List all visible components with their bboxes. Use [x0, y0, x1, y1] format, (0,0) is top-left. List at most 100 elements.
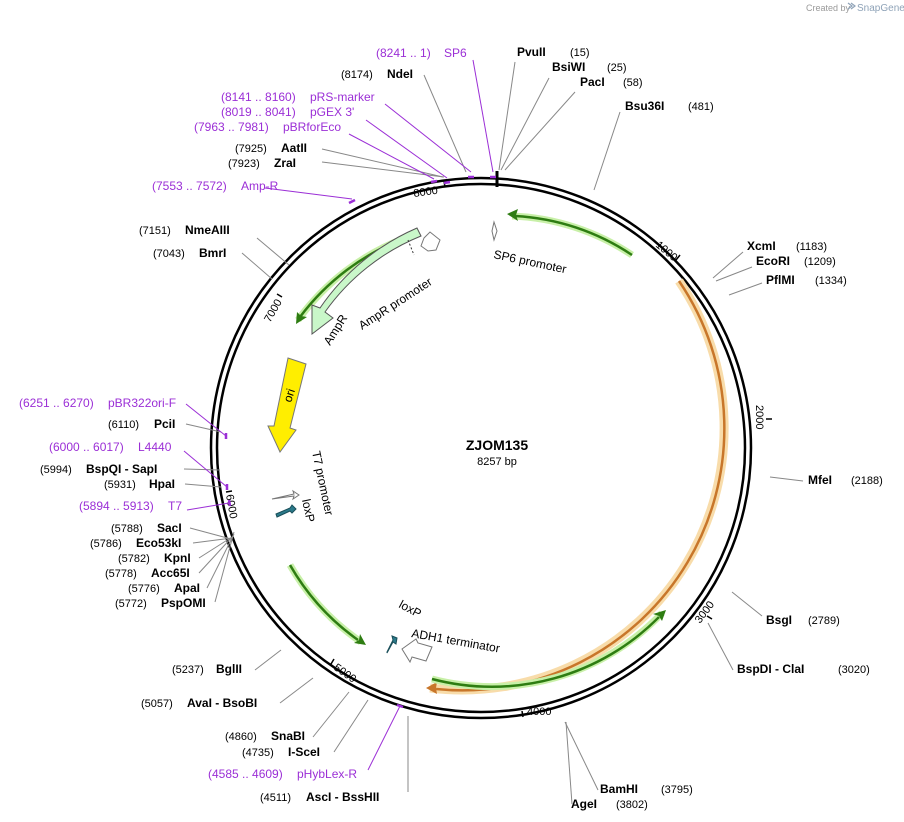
svg-text:(25): (25)	[607, 62, 627, 74]
svg-text:(5786): (5786)	[90, 538, 122, 550]
enzyme-label-zrai[interactable]: (7923) ZraI	[228, 156, 296, 170]
enzyme-label-agei[interactable]: AgeI (3802)	[571, 797, 648, 811]
svg-text:(7151): (7151)	[139, 225, 171, 237]
svg-text:(3802): (3802)	[616, 799, 648, 811]
primer-label-t7[interactable]: (5894 .. 5913) T7	[79, 499, 182, 513]
enzyme-label-snabi[interactable]: (4860) SnaBI	[225, 729, 305, 743]
enzyme-label-bmri[interactable]: (7043) BmrI	[153, 246, 226, 260]
enzyme-label-pvuii[interactable]: PvuII (15)	[517, 45, 590, 59]
svg-text:PacI: PacI	[580, 75, 605, 89]
svg-text:(6110): (6110)	[108, 419, 139, 431]
svg-text:BamHI: BamHI	[600, 782, 638, 796]
feature-ampr-arrow[interactable]	[311, 227, 441, 336]
feature-label-ampr-promoter: AmpR promoter	[356, 275, 435, 333]
enzyme-label-apai[interactable]: (5776) ApaI	[128, 581, 200, 595]
enzyme-label-i-scei[interactable]: (4735) I-SceI	[242, 745, 320, 759]
enzyme-label-avai-bsobi[interactable]: (5057) AvaI - BsoBI	[141, 696, 257, 710]
svg-text:T7: T7	[168, 499, 182, 513]
svg-text:(7923): (7923)	[228, 158, 260, 170]
svg-text:Amp-R: Amp-R	[241, 179, 279, 193]
svg-text:HpaI: HpaI	[149, 477, 175, 491]
enzyme-label-bspqi-sapi[interactable]: (5994) BspQI - SapI	[40, 462, 157, 476]
svg-text:(2789): (2789)	[808, 615, 840, 627]
enzyme-label-kpni[interactable]: (5782) KpnI	[118, 551, 191, 565]
primer-label-sp6[interactable]: (8241 .. 1) SP6	[376, 46, 467, 60]
svg-text:(1183): (1183)	[796, 241, 827, 253]
tick-label-7000: 7000	[262, 297, 285, 324]
svg-text:pGEX 3': pGEX 3'	[310, 105, 354, 119]
svg-text:(6251 .. 6270): (6251 .. 6270)	[19, 396, 94, 410]
svg-text:BmrI: BmrI	[199, 246, 226, 260]
backbone-outer	[209, 176, 753, 720]
feature-ori-arrow[interactable]	[267, 357, 307, 453]
feature-label-loxp-left: loxP	[299, 498, 318, 524]
enzyme-label-xcmi[interactable]: XcmI (1183)	[747, 239, 827, 253]
svg-text:(7963 .. 7981): (7963 .. 7981)	[194, 120, 269, 134]
enzyme-label-eco53ki[interactable]: (5786) Eco53kI	[90, 536, 181, 550]
svg-text:(8019 .. 8041): (8019 .. 8041)	[221, 105, 296, 119]
enzyme-label-paci[interactable]: PacI (58)	[580, 75, 643, 89]
svg-text:(5776): (5776)	[128, 583, 160, 595]
loxp-icon-bottom	[386, 635, 398, 654]
feature-green-arc-left[interactable]	[286, 563, 366, 645]
enzyme-label-pcii[interactable]: (6110) PciI	[108, 417, 175, 431]
enzyme-label-bsu36i[interactable]: Bsu36I (481)	[625, 99, 714, 113]
svg-text:BsgI: BsgI	[766, 613, 792, 627]
primer-label-prs-marker[interactable]: (8141 .. 8160) pRS-marker	[221, 90, 375, 104]
svg-text:EcoRI: EcoRI	[756, 254, 790, 268]
enzyme-label-saci[interactable]: (5788) SacI	[111, 521, 182, 535]
enzyme-label-bamhi[interactable]: BamHI (3795)	[600, 782, 693, 796]
svg-text:(8141 .. 8160): (8141 .. 8160)	[221, 90, 296, 104]
feature-sp6-promoter-arc[interactable]	[507, 209, 634, 258]
svg-text:MfeI: MfeI	[808, 473, 832, 487]
enzyme-label-nmeaiii[interactable]: (7151) NmeAIII	[139, 223, 230, 237]
sp6-promoter-icon	[491, 220, 498, 242]
enzyme-label-pflmi[interactable]: PflMI (1334)	[766, 273, 847, 287]
svg-text:(7925): (7925)	[235, 143, 267, 155]
backbone-inner	[215, 182, 747, 714]
svg-text:PciI: PciI	[154, 417, 175, 431]
primer-label-pgex-3[interactable]: (8019 .. 8041) pGEX 3'	[221, 105, 354, 119]
primer-label-phyblex-r[interactable]: (4585 .. 4609) pHybLex-R	[208, 767, 357, 781]
enzyme-label-bsgi[interactable]: BsgI (2789)	[766, 613, 840, 627]
svg-text:(5782): (5782)	[118, 553, 150, 565]
enzyme-label-pspomi[interactable]: (5772) PspOMI	[115, 596, 206, 610]
credit-prefix: Created by	[806, 3, 851, 13]
svg-text:(5057): (5057)	[141, 698, 173, 710]
enzyme-leader-lines	[183, 61, 804, 805]
enzyme-label-acc65i[interactable]: (5778) Acc65I	[105, 566, 190, 580]
tick-label-3000: 3000	[693, 599, 717, 626]
svg-text:(4860): (4860)	[225, 731, 257, 743]
svg-text:(4585 .. 4609): (4585 .. 4609)	[208, 767, 283, 781]
enzyme-label-bspdi-clai[interactable]: BspDI - ClaI (3020)	[737, 662, 870, 676]
enzyme-label-ecori[interactable]: EcoRI (1209)	[756, 254, 836, 268]
svg-text:(8174): (8174)	[341, 69, 373, 81]
enzyme-label-bglii[interactable]: (5237) BglII	[172, 662, 242, 676]
svg-text:BspDI - ClaI: BspDI - ClaI	[737, 662, 804, 676]
feature-green-arc-bottom[interactable]	[431, 610, 666, 691]
enzyme-label-mfei[interactable]: MfeI (2188)	[808, 473, 883, 487]
primer-label-pbrforeco[interactable]: (7963 .. 7981) pBRforEco	[194, 120, 341, 134]
t7-promoter-icon	[271, 489, 300, 501]
tick-mark-3000	[706, 615, 713, 620]
svg-text:pHybLex-R: pHybLex-R	[297, 767, 357, 781]
svg-text:NmeAIII: NmeAIII	[185, 223, 230, 237]
primer-label-pbr322ori-f[interactable]: (6251 .. 6270) pBR322ori-F	[19, 396, 176, 410]
enzyme-label-asci-bsshii[interactable]: (4511) AscI - BssHII	[260, 790, 379, 804]
enzyme-label-aatii[interactable]: (7925) AatII	[235, 141, 307, 155]
enzyme-label-hpai[interactable]: (5931) HpaI	[104, 477, 175, 491]
svg-text:PflMI: PflMI	[766, 273, 795, 287]
svg-text:NdeI: NdeI	[387, 67, 413, 81]
svg-text:(1334): (1334)	[815, 275, 847, 287]
tick-mark-1000	[675, 254, 681, 261]
enzyme-label-bsiwi[interactable]: BsiWI (25)	[552, 60, 627, 74]
primer-label-amp-r[interactable]: (7553 .. 7572) Amp-R	[152, 179, 279, 193]
primer-label-l4440[interactable]: (6000 .. 6017) L4440	[49, 440, 172, 454]
loxp-icon-left	[275, 504, 297, 518]
tick-label-6000: 6000	[223, 493, 239, 519]
tick-label-8000: 8000	[413, 185, 439, 200]
svg-text:SnaBI: SnaBI	[271, 729, 305, 743]
enzyme-label-ndei[interactable]: (8174) NdeI	[341, 67, 413, 81]
tick-label-4000: 4000	[527, 706, 551, 718]
